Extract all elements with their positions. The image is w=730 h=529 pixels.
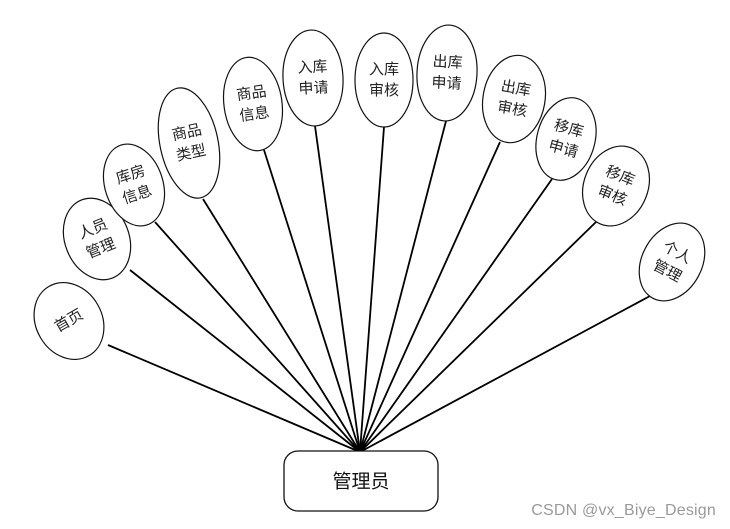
edge-warehouse-info [154,221,361,453]
connector-lines [107,120,651,453]
node-ellipse-inbound-review [354,32,414,128]
node-ellipse-personal-manage [638,222,706,302]
edge-personal-manage [359,295,651,453]
node-ellipse-transfer-apply [535,97,597,181]
root-entity-box [283,450,439,512]
node-ellipse-home [33,282,105,360]
attribute-nodes: 首页人员管理库房信息商品类型商品信息入库申请入库审核出库申请出库审核移库申请移库… [33,24,706,360]
csdn-watermark: CSDN @vx_Biye_Design [531,502,716,519]
root-entity: 管理员 [283,450,439,512]
node-label-outbound-review-0: 出库 [500,77,533,100]
node-ellipse-product-type [157,87,221,199]
edge-outbound-review [359,141,501,453]
edge-inbound-review [359,126,385,453]
root-entity-label: 管理员 [332,471,389,493]
edge-product-type [202,198,361,453]
node-label-outbound-review-1: 审核 [496,97,529,120]
node-label-outbound-apply-0: 出库 [432,52,463,72]
node-label-inbound-apply-0: 入库 [297,57,328,77]
node-ellipse-outbound-apply [416,24,478,122]
edge-transfer-review [359,221,597,453]
node-label-product-type-1: 类型 [175,141,208,165]
node-ellipse-warehouse-info [102,143,166,227]
node-label-product-info-1: 信息 [238,103,270,125]
node-ellipse-product-info [222,56,284,152]
node-label-inbound-review-1: 审核 [369,81,399,99]
node-ellipse-inbound-apply [282,29,344,127]
node-ellipse-personnel [62,197,132,281]
edge-outbound-apply [359,120,447,453]
edge-product-info [263,149,361,453]
node-label-outbound-apply-1: 申请 [431,73,462,93]
edge-personnel [129,269,361,453]
edge-home [107,344,361,453]
node-label-inbound-review-0: 入库 [369,60,399,78]
node-home: 首页 [33,282,105,360]
node-label-product-info-0: 商品 [235,82,267,104]
edge-transfer-apply [359,178,553,453]
node-label-product-type-0: 商品 [170,120,203,144]
node-label-inbound-apply-1: 申请 [298,78,329,98]
edge-inbound-apply [314,125,361,453]
node-ellipse-transfer-review [581,145,651,227]
